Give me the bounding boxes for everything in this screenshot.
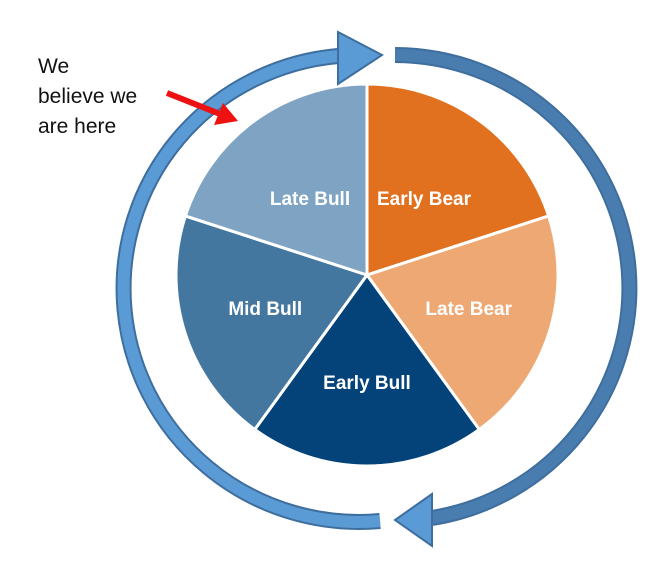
segment-label: Early Bear bbox=[377, 189, 472, 210]
segment-early-bear bbox=[365, 82, 551, 278]
segment-late-bull bbox=[183, 82, 369, 278]
segment-label: Early Bull bbox=[323, 373, 411, 394]
note-line: believe we bbox=[38, 85, 138, 108]
arrowhead-left bbox=[337, 30, 384, 86]
segment-label: Mid Bull bbox=[228, 299, 302, 320]
segment-late-bear bbox=[364, 214, 560, 432]
pointer-arrowhead bbox=[214, 103, 238, 125]
arrowhead-right bbox=[393, 492, 433, 548]
pointer-arrow bbox=[165, 90, 222, 117]
note-line: We bbox=[38, 55, 70, 78]
segment-early-bull bbox=[252, 272, 482, 468]
segment-label: Late Bull bbox=[270, 189, 350, 210]
note-line: are here bbox=[38, 115, 117, 138]
segment-label: Late Bear bbox=[425, 299, 512, 320]
we-are-here-note: We believe we are here bbox=[38, 52, 137, 142]
segment-mid-bull bbox=[174, 214, 370, 432]
